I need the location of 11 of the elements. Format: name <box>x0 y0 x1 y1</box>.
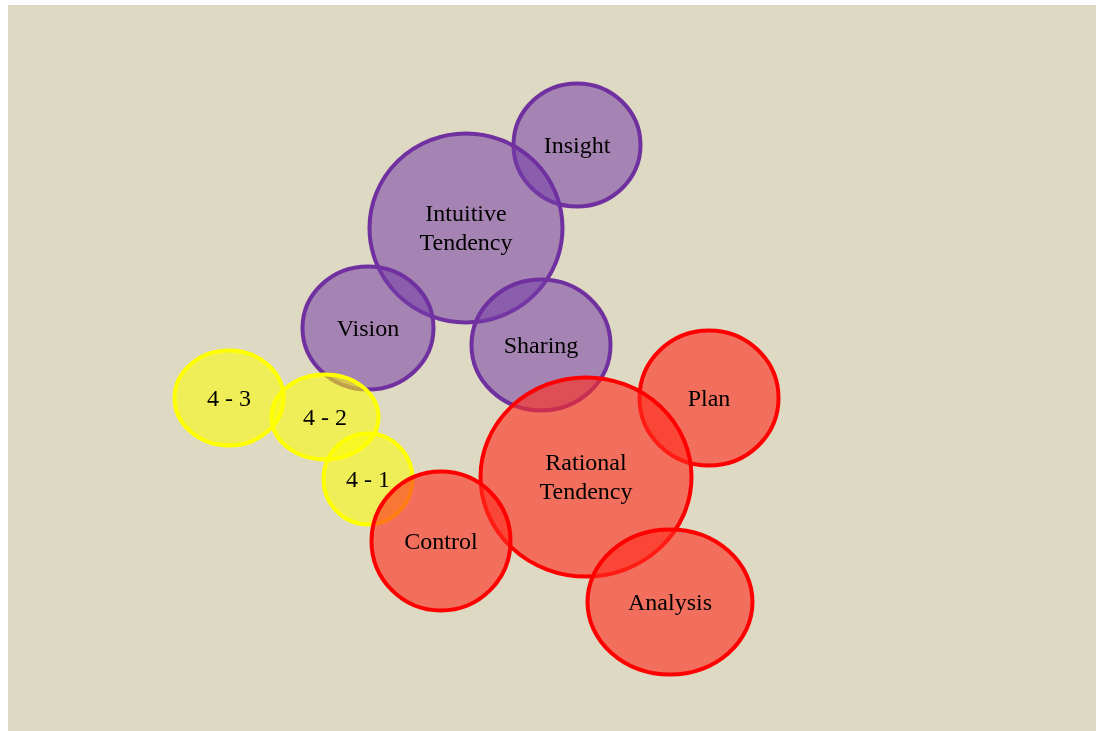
circle-label: Vision <box>336 313 400 343</box>
circle-label: Analysis <box>628 587 712 617</box>
circle-label: Plan <box>687 383 731 413</box>
circle-label: Control <box>404 526 478 556</box>
circle-label: Intuitive Tendency <box>418 199 514 257</box>
circle-label: Rational Tendency <box>538 448 634 506</box>
circle-label: Insight <box>543 130 611 160</box>
circle-label: 4 - 1 <box>346 464 390 494</box>
circle-label: 4 - 3 <box>207 383 251 413</box>
circle-label: Sharing <box>503 330 579 360</box>
circle-label: 4 - 2 <box>303 402 347 432</box>
